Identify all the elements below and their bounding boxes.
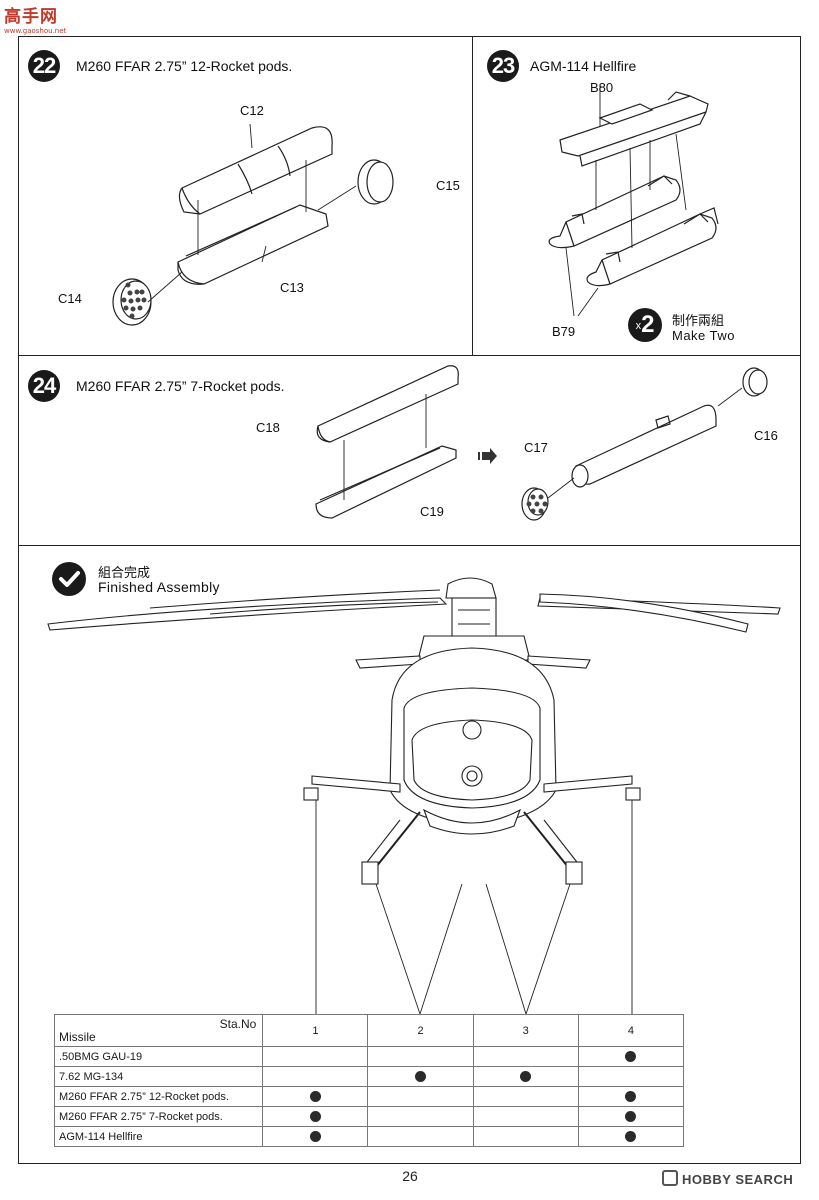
step-23-title: AGM-114 Hellfire (530, 58, 637, 74)
part-label-c16: C16 (754, 428, 778, 443)
part-label-b80: B80 (590, 80, 614, 95)
page-number: 26 (402, 1168, 418, 1184)
header-station-1: 1 (262, 1014, 369, 1047)
table-cell-station-2 (367, 1106, 474, 1127)
watermark-logo-text: 高手网 (4, 7, 58, 27)
watermark-logo: 高手网 www.gaoshou.net (4, 2, 70, 35)
fitment-dot-icon (625, 1051, 637, 1063)
table-cell-station-2 (367, 1086, 474, 1107)
table-row-label: M260 FFAR 2.75” 12-Rocket pods. (53, 1086, 264, 1107)
table-cell-station-4 (577, 1106, 685, 1127)
table-cell-station-1 (262, 1086, 369, 1107)
part-label-c19: C19 (420, 504, 444, 519)
footer-brand-text: HOBBY SEARCH (682, 1172, 794, 1187)
table-row-label: AGM-114 Hellfire (53, 1126, 264, 1147)
step-22-badge: 22 (28, 50, 60, 82)
table-row: M260 FFAR 2.75” 12-Rocket pods. (53, 1086, 685, 1107)
part-label-c13: C13 (280, 280, 304, 295)
step-24-title: M260 FFAR 2.75” 7-Rocket pods. (76, 378, 285, 394)
table-row-label: .50BMG GAU-19 (53, 1046, 264, 1067)
table-cell-station-2 (367, 1046, 474, 1067)
table-cell-station-2 (367, 1126, 474, 1147)
header-station-4: 4 (577, 1014, 685, 1047)
make-count-number: 2 (641, 311, 655, 338)
table-cell-station-4 (577, 1126, 685, 1147)
fitment-dot-icon (309, 1131, 321, 1143)
table-cell-station-1 (262, 1066, 369, 1087)
fitment-dot-icon (415, 1071, 427, 1083)
step-23-badge: 23 (487, 50, 519, 82)
fitment-dot-icon (309, 1091, 321, 1103)
divider-vertical (472, 36, 473, 355)
table-cell-station-3 (472, 1046, 579, 1067)
table-cell-station-2 (367, 1066, 474, 1087)
table-row: .50BMG GAU-19 (53, 1046, 685, 1067)
page-frame (18, 36, 801, 1164)
table-row-label: M260 FFAR 2.75” 7-Rocket pods. (53, 1106, 264, 1127)
part-label-c18: C18 (256, 420, 280, 435)
header-missile: Missile (59, 1030, 96, 1044)
header-station-2: 2 (367, 1014, 474, 1047)
table-cell-station-4 (577, 1046, 685, 1067)
table-cell-station-1 (262, 1046, 369, 1067)
table-row: 7.62 MG-134 (53, 1066, 685, 1087)
table-row-label: 7.62 MG-134 (53, 1066, 264, 1087)
header-station-3: 3 (472, 1014, 579, 1047)
footer-brand: HOBBY SEARCH (662, 1170, 793, 1187)
table-cell-station-1 (262, 1126, 369, 1147)
part-label-c14: C14 (58, 291, 82, 306)
header-sta-no: Sta.No (219, 1017, 257, 1031)
divider-step23-24 (18, 355, 801, 356)
watermark-url: www.gaoshou.net (4, 27, 67, 35)
step-24-badge: 24 (28, 370, 60, 402)
table-corner-cell: Sta.No Missile (53, 1014, 264, 1047)
fitment-dot-icon (625, 1131, 637, 1143)
finished-title-en: Finished Assembly (98, 579, 220, 595)
part-label-c12: C12 (240, 103, 264, 118)
table-row: AGM-114 Hellfire (53, 1126, 685, 1147)
fitment-dot-icon (520, 1071, 532, 1083)
table-cell-station-1 (262, 1106, 369, 1127)
part-label-c17: C17 (524, 440, 548, 455)
fitment-dot-icon (309, 1111, 321, 1123)
table-cell-station-3 (472, 1106, 579, 1127)
fitment-dot-icon (625, 1111, 637, 1123)
divider-step24-final (18, 545, 801, 546)
part-label-b79: B79 (552, 324, 576, 339)
table-row: M260 FFAR 2.75” 7-Rocket pods. (53, 1106, 685, 1127)
make-count-prefix: x (635, 320, 642, 332)
check-icon (52, 562, 86, 596)
table-cell-station-3 (472, 1126, 579, 1147)
part-label-c15: C15 (436, 178, 460, 193)
make-count-cn: 制作兩組 (672, 313, 725, 328)
make-count-en: Make Two (672, 328, 736, 343)
table-header-row: Sta.No Missile 1 2 3 4 (53, 1014, 685, 1047)
step-22-title: M260 FFAR 2.75” 12-Rocket pods. (76, 58, 293, 74)
make-count-badge: x2 (628, 308, 662, 342)
table-cell-station-4 (577, 1066, 685, 1087)
table-cell-station-3 (472, 1086, 579, 1107)
fitment-dot-icon (625, 1091, 637, 1103)
footer-brand-icon (662, 1170, 678, 1186)
table-cell-station-4 (577, 1086, 685, 1107)
table-cell-station-3 (472, 1066, 579, 1087)
finished-title-cn: 組合完成 (98, 565, 151, 580)
